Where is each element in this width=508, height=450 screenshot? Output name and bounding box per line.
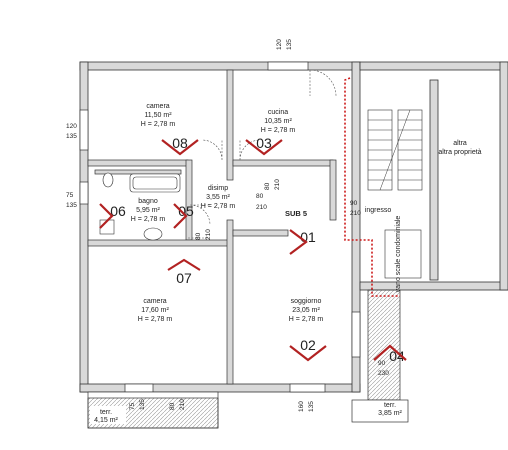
svg-text:135: 135 xyxy=(139,399,146,410)
marker-06 xyxy=(99,203,114,229)
room-name: camera xyxy=(143,298,166,305)
room-name: terr. xyxy=(100,409,112,416)
svg-text:210: 210 xyxy=(256,204,267,211)
room-height: H = 2,78 m xyxy=(201,203,236,210)
sub-label: SUB 5 xyxy=(285,209,307,218)
room-height: H = 2,78 m xyxy=(289,316,324,323)
svg-text:90: 90 xyxy=(378,360,386,367)
room-area: 5,95 m² xyxy=(136,207,160,214)
svg-text:90: 90 xyxy=(350,200,358,207)
room-terr-left: terr. 4,15 m² xyxy=(90,406,126,424)
room-area: 11,50 m² xyxy=(144,112,172,119)
room-height: H = 2,78 m xyxy=(141,121,176,128)
marker-05 xyxy=(173,203,188,229)
room-number: 05 xyxy=(178,203,194,219)
room-name: disimp xyxy=(208,185,228,192)
room-number: 01 xyxy=(300,229,316,245)
room-height: H = 2,78 m xyxy=(131,216,166,223)
exterior-walls xyxy=(79,61,508,393)
svg-text:80: 80 xyxy=(256,193,264,200)
room-area: 10,35 m² xyxy=(264,118,292,125)
room-name: camera xyxy=(146,103,169,110)
svg-text:210: 210 xyxy=(179,399,186,410)
stairs xyxy=(367,109,423,279)
room-altra-proprieta: altra altra proprietà xyxy=(438,140,481,156)
bathroom-fixtures xyxy=(99,172,181,241)
interior-walls xyxy=(87,69,337,385)
svg-text:135: 135 xyxy=(66,202,77,209)
svg-text:135: 135 xyxy=(286,39,293,50)
room-area: 4,15 m² xyxy=(94,417,118,424)
room-number: 02 xyxy=(300,337,316,353)
room-disimp: disimp 3,55 m² H = 2,78 m 05 xyxy=(178,185,235,219)
viewpoint-markers xyxy=(99,139,407,362)
room-name: soggiorno xyxy=(291,298,322,305)
room-name: cucina xyxy=(268,109,288,116)
svg-text:230: 230 xyxy=(378,370,389,377)
svg-text:160: 160 xyxy=(298,401,305,412)
room-area: 23,05 m² xyxy=(292,307,320,314)
marker-07 xyxy=(167,258,201,271)
room-number: 03 xyxy=(256,135,272,151)
vano-scale-label: vano scale condominiale xyxy=(395,216,402,293)
room-number: 08 xyxy=(172,135,188,151)
doors xyxy=(188,69,337,239)
room-name: altra proprietà xyxy=(438,149,481,156)
room-name: bagno xyxy=(138,198,158,205)
room-area: 3,55 m² xyxy=(206,194,230,201)
marker-02 xyxy=(289,345,327,362)
windows xyxy=(79,61,361,393)
room-area: 17,60 m² xyxy=(141,307,169,314)
property-boundary xyxy=(344,77,400,297)
room-number: 07 xyxy=(176,270,192,286)
svg-text:210: 210 xyxy=(350,210,361,217)
room-camera-south: camera 17,60 m² H = 2,78 m 07 xyxy=(138,270,192,323)
svg-text:75: 75 xyxy=(129,402,136,410)
svg-text:75: 75 xyxy=(66,192,74,199)
svg-text:80: 80 xyxy=(264,182,271,190)
room-number: 04 xyxy=(389,348,405,364)
svg-text:80: 80 xyxy=(195,232,202,240)
marker-03 xyxy=(245,139,283,156)
toilet xyxy=(102,172,114,188)
dimension-labels: 120 135 120 135 75 135 80 210 80 210 80 … xyxy=(66,39,389,412)
svg-text:135: 135 xyxy=(308,401,315,412)
room-number: 06 xyxy=(110,203,126,219)
marker-01 xyxy=(289,229,308,255)
room-camera-north: camera 11,50 m² H = 2,78 m 08 xyxy=(141,103,188,151)
room-terr-right: terr. 3,85 m² 04 xyxy=(378,348,405,417)
svg-text:120: 120 xyxy=(276,39,283,50)
room-area: 3,85 m² xyxy=(378,410,402,417)
room-cucina: cucina 10,35 m² H = 2,78 m 03 xyxy=(256,109,295,151)
room-soggiorno: soggiorno 23,05 m² H = 2,78 m 02 xyxy=(289,298,324,353)
svg-text:80: 80 xyxy=(169,402,176,410)
room-name: ingresso xyxy=(365,207,392,214)
svg-text:altra: altra xyxy=(453,140,467,147)
marker-08 xyxy=(161,139,199,156)
svg-text:210: 210 xyxy=(205,229,212,240)
room-height: H = 2,78 m xyxy=(138,316,173,323)
sink xyxy=(143,227,163,241)
marker-04 xyxy=(373,344,407,361)
room-height: H = 2,78 m xyxy=(261,127,296,134)
room-name: terr. xyxy=(384,402,396,409)
room-bagno: bagno 5,95 m² H = 2,78 m 06 xyxy=(110,198,165,223)
bathtub xyxy=(129,173,181,193)
svg-text:135: 135 xyxy=(66,133,77,140)
svg-text:120: 120 xyxy=(66,123,77,130)
svg-text:210: 210 xyxy=(274,179,281,190)
